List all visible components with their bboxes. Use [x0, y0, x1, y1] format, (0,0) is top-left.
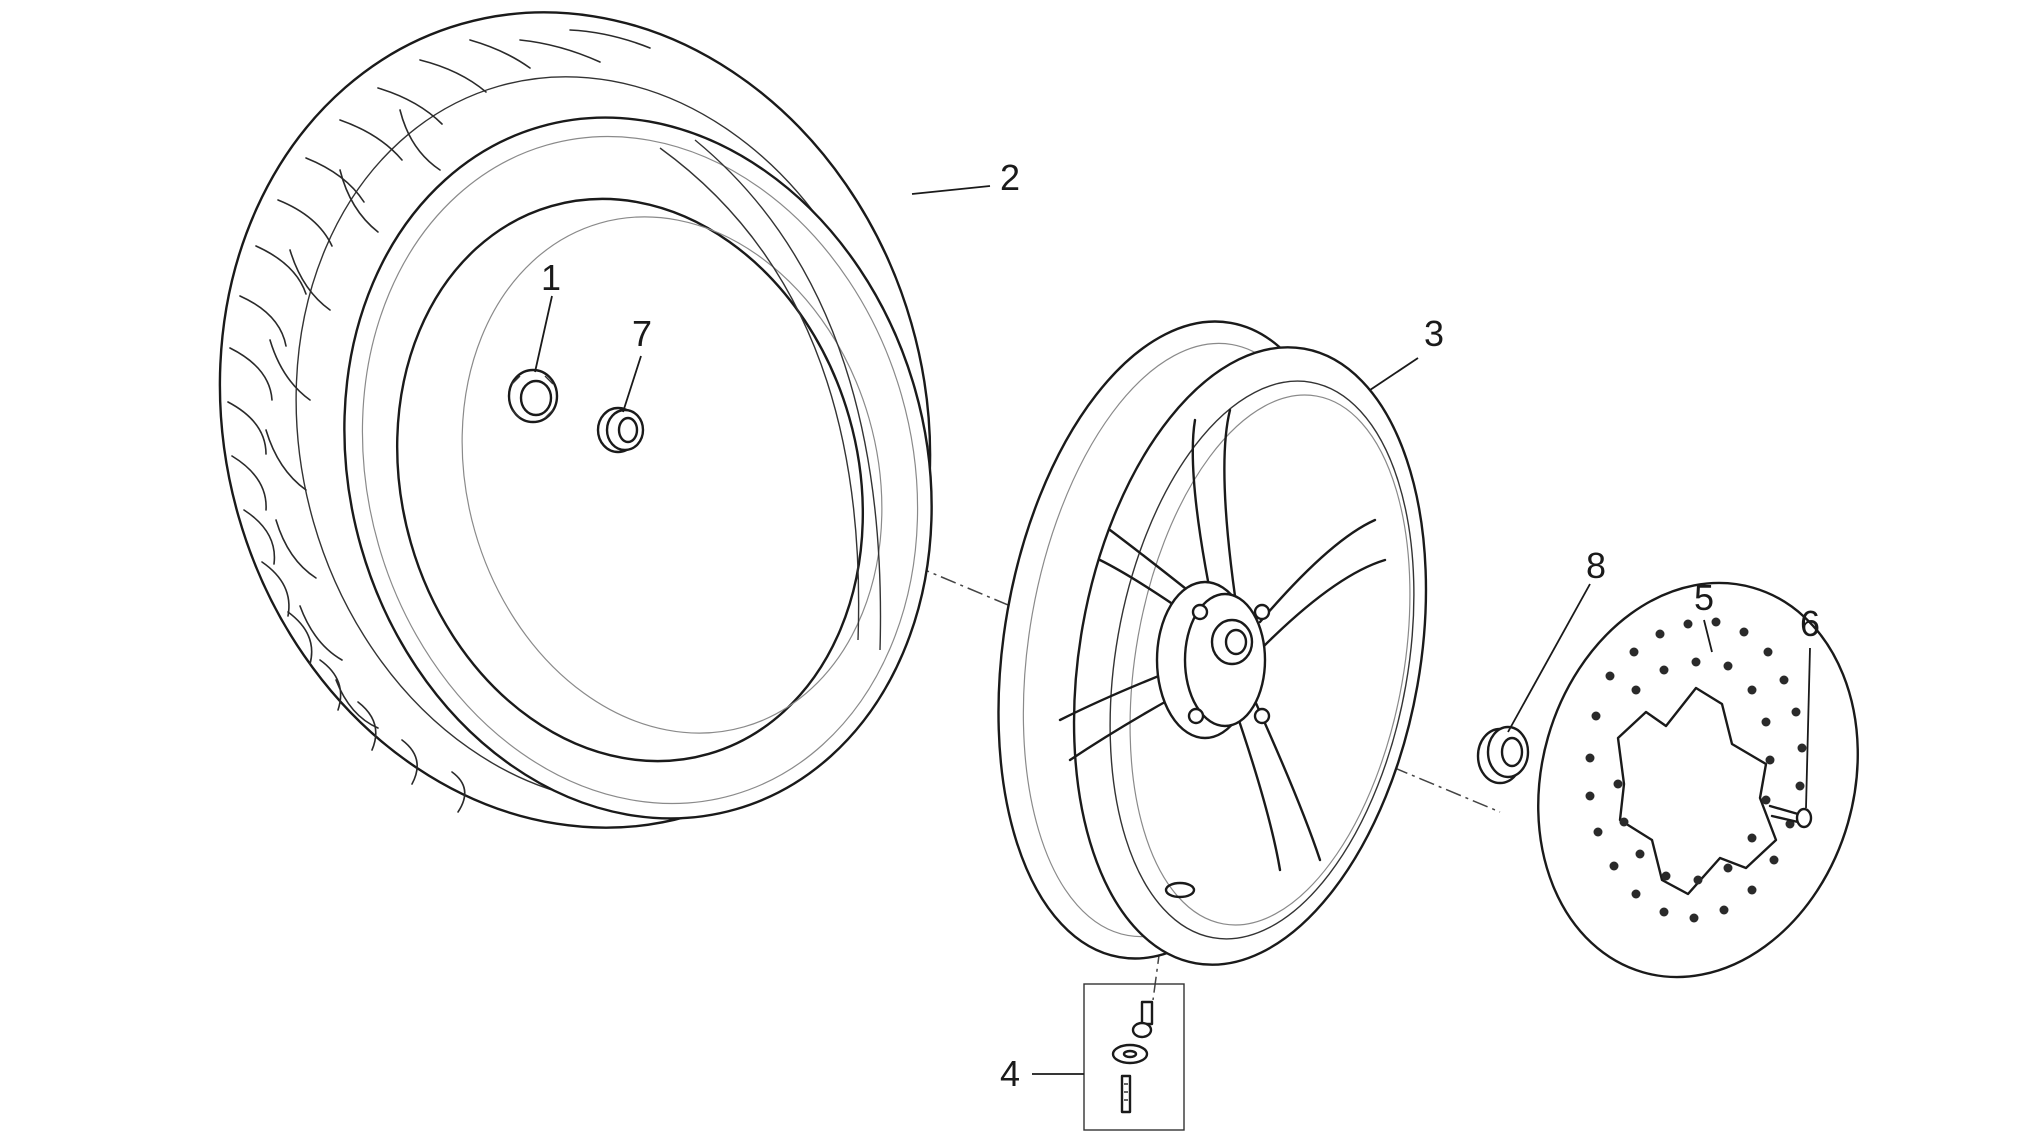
- wheel-rim-icon: [997, 320, 1428, 966]
- bearing-ring-icon: [1476, 725, 1530, 785]
- brake-disc-icon: [1537, 581, 1859, 979]
- nut-icon: [507, 368, 559, 424]
- tread-pattern: [227, 29, 651, 813]
- disc-vent-holes: [1585, 617, 1807, 923]
- callout-7: 7: [632, 313, 652, 354]
- callout-8: 8: [1586, 545, 1606, 586]
- callout-5: 5: [1694, 577, 1714, 618]
- screw-icon: [1768, 804, 1813, 829]
- callout-2: 2: [1000, 157, 1020, 198]
- callout-labels: 1 2 3 4 5 6 7 8: [541, 157, 1820, 1094]
- rim-hub: [1155, 580, 1271, 740]
- callout-6: 6: [1800, 603, 1820, 644]
- callout-4: 4: [1000, 1053, 1020, 1094]
- valve-kit-icon: [1083, 983, 1185, 1131]
- leader-lines: [534, 185, 1811, 1075]
- spacer-icon: [596, 406, 645, 454]
- callout-1: 1: [541, 257, 561, 298]
- callout-3: 3: [1424, 313, 1444, 354]
- tyre-icon: [218, 11, 933, 829]
